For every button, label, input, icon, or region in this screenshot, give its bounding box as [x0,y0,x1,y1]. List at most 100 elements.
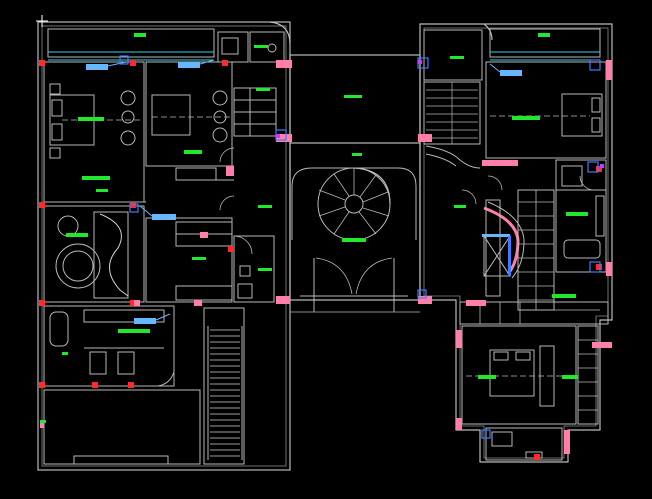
column [39,202,45,208]
closet-left-strip [485,199,501,297]
label-tag [512,116,540,120]
wall-accent [276,134,292,142]
column [222,60,228,66]
wall-accent [276,60,292,68]
bed-3 [561,93,603,137]
right-wing-inner-outline [423,27,609,459]
toilet [267,43,277,53]
shower [561,165,583,187]
landing-room [423,29,483,81]
bathroom-3 [555,159,607,273]
label-tag [352,153,362,156]
chair [212,90,228,106]
spa-pool-shape [99,213,129,297]
round-tub [55,243,101,289]
wall-accent [606,262,612,276]
glass-leader [199,59,215,65]
chair [120,90,136,106]
door-swing [461,189,477,205]
crosshair-cursor-icon [36,15,48,27]
label-tag [478,375,496,379]
spa-room [43,205,145,303]
window-blue [119,55,129,65]
label-tag [258,205,272,208]
wardrobe-4b-shelves [578,339,598,411]
outer-walls [37,21,613,471]
label-tag [256,88,270,91]
right-wing-interior [459,28,609,461]
chair [120,130,136,146]
wall-accent [134,300,140,306]
column [596,166,602,172]
label-tag [454,205,466,208]
door-swing [579,175,595,191]
wall-accent [466,300,486,306]
label-tag [538,33,550,37]
table [121,110,135,124]
marker [418,60,422,64]
wall-accent [592,342,612,348]
wall-accent [276,296,290,304]
marker [600,164,604,168]
bed-2 [151,94,191,136]
label-tag [254,45,268,48]
dressing-room [145,217,233,303]
door-swing [219,195,235,211]
louver-slats [210,329,240,457]
elevator-cross [483,235,511,277]
bathroom-4 [485,427,563,461]
blue-door-pane [482,234,510,237]
bed-3-pillow [591,97,601,113]
label-tag [450,56,464,59]
door-swing [219,147,235,163]
bed-4 [489,349,535,397]
window-strip-top-right [489,28,601,58]
round-tub-inner [62,250,94,282]
window-blue [587,161,599,173]
room-label-markers [40,33,588,423]
window-blue [481,429,491,439]
label-tag [552,294,576,298]
wardrobe-4b [577,325,599,425]
stair-hall [290,29,483,313]
bathroom-1 [217,31,249,63]
window-blue [589,261,601,273]
corridor-right [459,301,609,325]
wall-accent [456,418,462,430]
label-tag [96,189,108,192]
spiral-stair-core [344,194,364,214]
glass-leader [489,63,501,73]
vanity [83,309,165,323]
bed-4-pillow [515,351,531,361]
label-tag [118,329,150,333]
glass-panel [134,318,156,324]
window-strip-top-left [47,28,215,58]
vanity-4 [491,431,513,447]
wall-accent [418,296,432,304]
wall-accent [200,232,208,238]
corridor-blocks [479,302,600,324]
rounded-corner-tl [269,21,291,45]
central-hall-outline [289,54,421,144]
label-tag [258,268,272,271]
wardrobe-4 [539,345,555,407]
wall-accent [456,330,462,348]
spiral-stair-rail [353,167,391,205]
louver-panel [203,307,245,465]
label-tag [134,33,146,37]
column [596,264,602,270]
marker [276,134,280,138]
pink-accents [40,60,612,454]
entry-door-right [355,257,393,295]
stair-treads [426,82,478,144]
column [228,246,234,252]
column [39,60,45,66]
utility-fixture [239,265,251,277]
left-wing-interior [43,28,285,465]
bedroom-3 [485,61,607,159]
label-tag [40,420,46,423]
glass-elements [86,55,601,439]
label-tag [78,117,104,121]
label-tag [562,375,578,379]
